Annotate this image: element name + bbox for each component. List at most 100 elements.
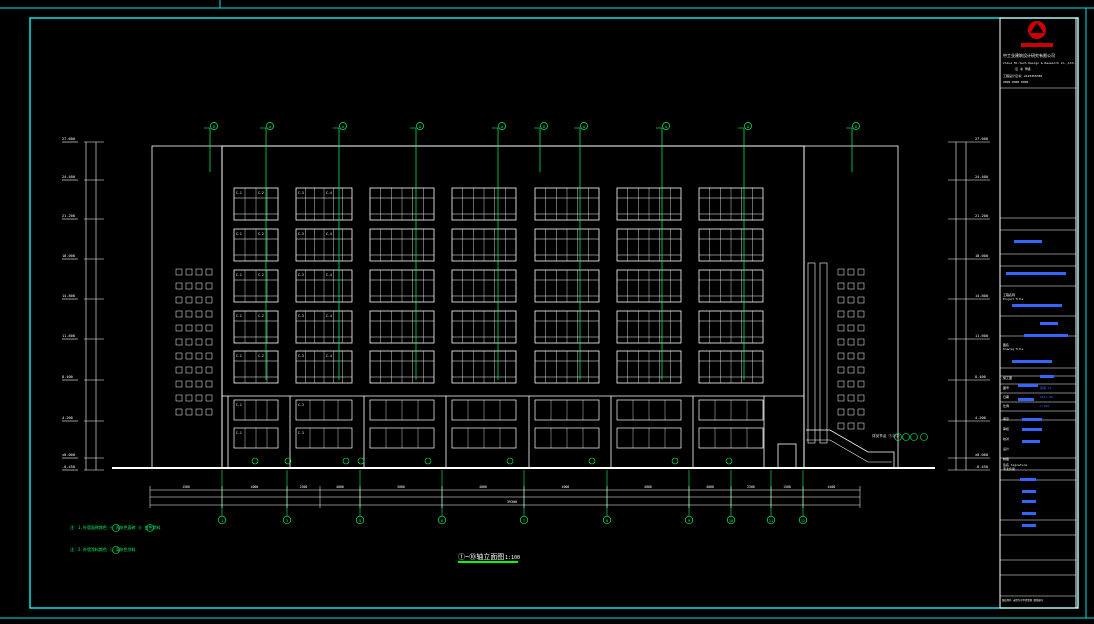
window-tag: C-3 (298, 191, 304, 195)
axis-bubble-top (744, 122, 752, 130)
note-2: 注：2.外墙涂料颜色 ⓒ 深灰色涂料 (70, 546, 136, 552)
axis-bubble-top (540, 122, 548, 130)
dimension-value: 1500 (783, 485, 791, 489)
titleblock-value-field (1022, 524, 1036, 527)
titleblock-role-label: 制图 (1003, 456, 1009, 461)
window-tag: C-2 (258, 191, 264, 195)
side-window-left (185, 268, 193, 276)
side-window-left (185, 352, 193, 360)
side-window-right (857, 324, 865, 332)
side-window-right (857, 310, 865, 318)
drawing-title-block: ①~⑩轴立面图 1:100 (458, 552, 520, 563)
axis-bubble-bottom (355, 515, 365, 525)
side-window-left (205, 394, 213, 402)
axis-bubble-top (580, 122, 588, 130)
side-window-right (847, 366, 855, 374)
material-tag-bubble (671, 457, 679, 465)
axis-bubble-label: 8 (606, 519, 608, 523)
axis-bubble-label: D (855, 125, 857, 129)
side-window-left (195, 296, 203, 304)
side-window-left (175, 324, 183, 332)
axis-bubble-top (662, 122, 670, 130)
window-tag: C-3 (298, 403, 304, 407)
dimension-value: 4400 (828, 485, 836, 489)
detail-bubble (902, 433, 910, 441)
window-tag: C-3 (298, 273, 304, 277)
side-window-right (857, 268, 865, 276)
dimension-total: 39300 (507, 500, 517, 504)
side-window-right (837, 366, 845, 374)
side-note: 详见节点 ①②③ (872, 433, 900, 438)
side-window-left (175, 352, 183, 360)
project-label: 工程名称 (1003, 292, 1015, 297)
dimension-value: 4000 (251, 485, 259, 489)
side-window-right (857, 296, 865, 304)
date-value: 2011.08 (1040, 395, 1053, 399)
level-label-right: ±0.000 (975, 453, 988, 457)
window-tag: C-1 (236, 273, 242, 277)
side-window-left (195, 380, 203, 388)
detail-bubble (920, 433, 928, 441)
side-window-left (175, 338, 183, 346)
side-window-right (837, 310, 845, 318)
level-label-left: 21.200 (62, 214, 75, 218)
side-window-left (195, 282, 203, 290)
side-window-right (837, 282, 845, 290)
axis-bubble-top (210, 122, 218, 130)
side-window-left (175, 380, 183, 388)
side-window-left (185, 408, 193, 416)
side-window-right (847, 282, 855, 290)
axis-bubble-bottom (684, 515, 694, 525)
level-label-left: 24.400 (62, 175, 75, 179)
axis-bubble-label: 1 (221, 519, 223, 523)
company-name-cn: 中工业建筑设计研究有限公司 (1003, 52, 1055, 58)
axis-bubble-label: 12 (801, 519, 805, 523)
side-window-right (857, 366, 865, 374)
axis-bubble-label: 3 (286, 519, 288, 523)
phase-label: 施工图 (1003, 375, 1012, 380)
axis-bubble-label: 10 (729, 519, 733, 523)
side-window-right (857, 338, 865, 346)
axis-bubble-label: A (583, 125, 586, 129)
side-window-left (205, 366, 213, 374)
titleblock-value-field (1024, 334, 1068, 337)
level-label-left: ±0.000 (62, 453, 75, 457)
material-tag-bubble (251, 457, 259, 465)
side-window-right (857, 282, 865, 290)
side-window-right (837, 296, 845, 304)
titleblock-value-field (1012, 304, 1062, 307)
main-block-outline (221, 145, 805, 469)
material-tag-bubble (424, 457, 432, 465)
side-window-left (205, 408, 213, 416)
material-tag-bubble (506, 457, 514, 465)
dimension-value: 4000 (562, 485, 570, 489)
side-window-right (857, 422, 865, 430)
dimension-value: 4000 (336, 485, 344, 489)
level-label-right: 24.400 (975, 175, 988, 179)
axis-bubble-label: A (665, 125, 668, 129)
axis-bubble-top (266, 122, 274, 130)
axis-bubble-label: 5 (359, 519, 361, 523)
dimension-value: 4000 (706, 485, 714, 489)
titleblock-value-field (1012, 360, 1052, 363)
axis-bubble-top (498, 122, 506, 130)
window-tag: C-3 (298, 431, 304, 435)
side-window-right (847, 380, 855, 388)
axis-bubble-label: D (213, 125, 215, 129)
side-window-left (195, 352, 203, 360)
side-window-right (847, 422, 855, 430)
titleblock-value-field (1022, 490, 1036, 493)
side-window-left (185, 296, 193, 304)
side-window-left (185, 282, 193, 290)
axis-bubble-bottom (437, 515, 447, 525)
side-window-right (847, 408, 855, 416)
note-1: 注：1.外墙面砖颜色 ⓐ 浅灰色面砖 ⓑ 白色涂料 (70, 524, 160, 530)
drawing-no-label: 图号 (1003, 385, 1009, 390)
titleblock-value-field (1020, 478, 1036, 481)
material-tag-bubble (342, 457, 350, 465)
side-window-right (857, 394, 865, 402)
window-tag: C-1 (236, 354, 242, 358)
level-label-right: 8.400 (975, 375, 986, 379)
company-name-en: China Hi-Tech Design & Research Co.,Ltd. (1003, 61, 1075, 65)
